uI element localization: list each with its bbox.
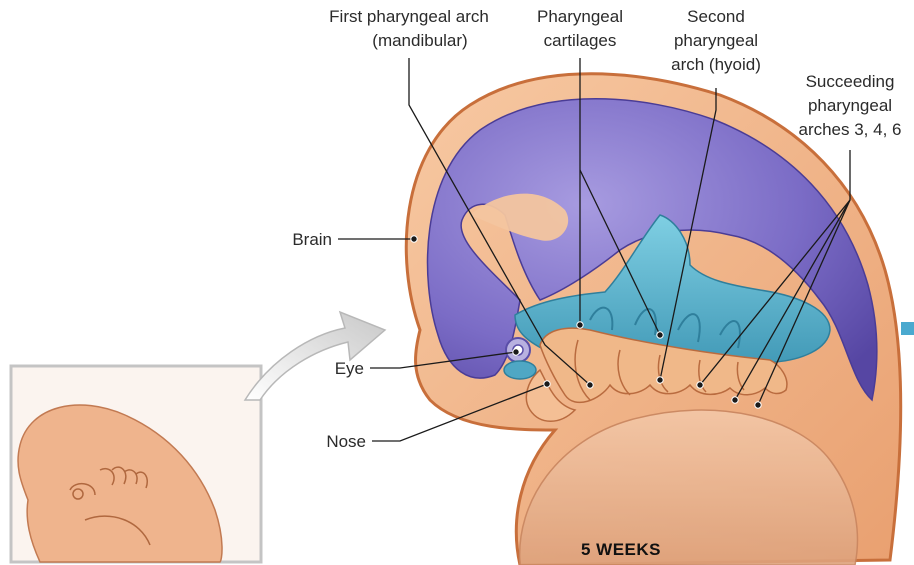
label-cartilages-line2: cartilages	[544, 31, 617, 50]
label-succeeding-line3: arches 3, 4, 6	[798, 120, 901, 139]
edge-marker	[901, 322, 914, 335]
label-succeeding-line1: Succeeding	[806, 72, 895, 91]
label-succeeding-line2: pharyngeal	[808, 96, 892, 115]
embryo-illustration	[406, 74, 900, 565]
label-first-arch-line2: (mandibular)	[372, 31, 467, 50]
nose-placode	[504, 361, 536, 379]
label-eye: Eye	[335, 359, 364, 378]
label-second-arch-line2: pharyngeal	[674, 31, 758, 50]
zoom-arrow	[245, 312, 385, 400]
stage-caption: 5 WEEKS	[581, 540, 661, 559]
label-brain: Brain	[292, 230, 332, 249]
label-cartilages-line1: Pharyngeal	[537, 7, 623, 26]
inset-panel	[11, 366, 261, 562]
label-second-arch-line3: arch (hyoid)	[671, 55, 761, 74]
label-nose: Nose	[326, 432, 366, 451]
label-second-arch-line1: Second	[687, 7, 745, 26]
label-first-arch-line1: First pharyngeal arch	[329, 7, 489, 26]
